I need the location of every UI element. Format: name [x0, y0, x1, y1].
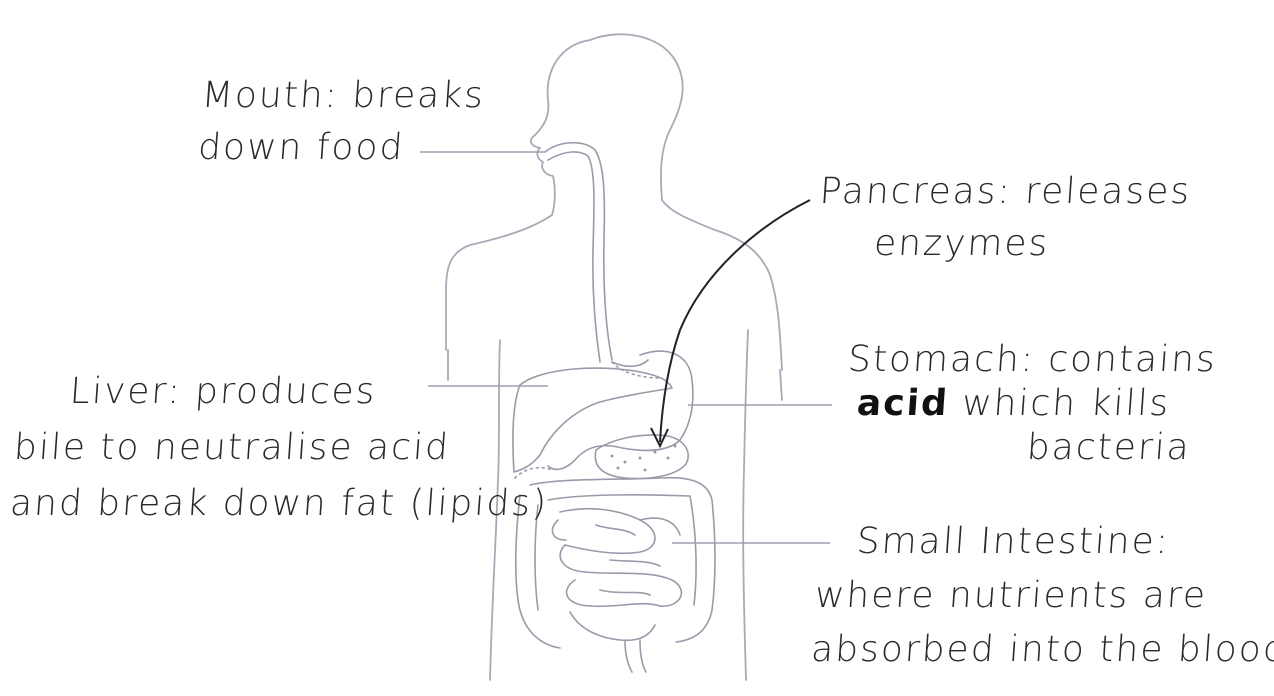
stomach-label-line1: Stomach: contains — [847, 338, 1219, 382]
stomach-label-line2: acid which kills — [855, 382, 1215, 426]
small-intestine-label-line1: Small Intestine: — [855, 520, 1274, 564]
small-intestine-label-line2: where nutrients are — [813, 574, 1274, 618]
liver-label-line1: Liver: produces — [68, 370, 557, 414]
stomach-label-line2-rest: which kills — [947, 383, 1171, 424]
rectum — [625, 640, 646, 672]
liver-label-line2: bile to neutralise acid — [12, 426, 553, 470]
stomach-label: Stomach: contains acid which kills bacte… — [840, 338, 1218, 470]
small-intestine-label: Small Intestine: where nutrients are abs… — [810, 520, 1274, 672]
small-intestine-label-line3: absorbed into the blood — [810, 628, 1274, 672]
liver-label-line3: and break down fat (lipids) — [9, 482, 550, 526]
mouth-label-line2: down food — [197, 126, 483, 170]
pancreas-label: Pancreas: releases enzymes — [815, 170, 1193, 266]
pancreas-label-line1: Pancreas: releases — [818, 170, 1192, 214]
stomach-label-acid: acid — [856, 383, 951, 424]
pancreas-label-line2: enzymes — [873, 222, 1189, 266]
pancreas-organ — [595, 435, 688, 479]
small-intestine-organ — [552, 509, 681, 641]
stomach-label-line3: bacteria — [1025, 426, 1212, 470]
mouth-label: Mouth: breaks down food — [197, 74, 487, 170]
pancreas-arrow — [651, 200, 810, 446]
body-outline — [446, 34, 782, 680]
oesophagus — [545, 143, 612, 362]
mouth-label-line1: Mouth: breaks — [200, 74, 486, 118]
liver-label: Liver: produces bile to neutralise acid … — [9, 370, 558, 526]
